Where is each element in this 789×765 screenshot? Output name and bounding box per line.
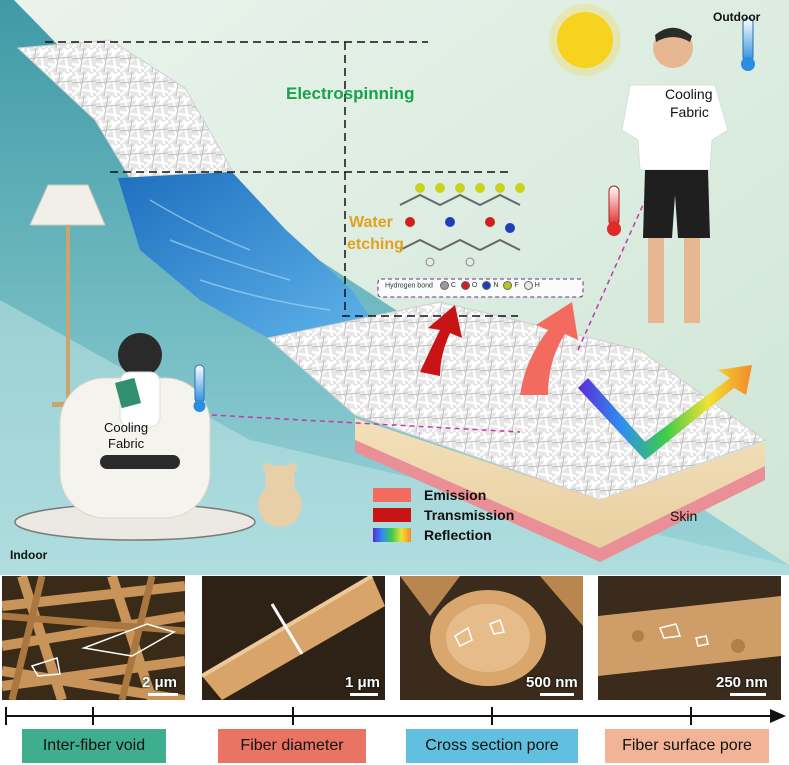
element-symbol-n: N bbox=[493, 282, 499, 290]
element-dot-f bbox=[503, 281, 513, 290]
outdoor-label: Outdoor bbox=[713, 10, 761, 24]
transmission-swatch bbox=[373, 508, 411, 522]
outdoor-fabric-label-2: Fabric bbox=[670, 104, 709, 120]
scale-bar-1 bbox=[148, 693, 178, 696]
sem-image-inter-fiber-void: 2 μm bbox=[2, 576, 185, 700]
teddy-bear-icon bbox=[258, 463, 302, 527]
outdoor-thermometer-icon bbox=[741, 17, 755, 71]
tag-fiber-diameter: Fiber diameter bbox=[218, 729, 366, 763]
scale-label-1: 2 μm bbox=[142, 674, 178, 691]
electrospinning-label: Electrospinning bbox=[286, 84, 415, 103]
water-etching-label-1: Water bbox=[349, 214, 393, 231]
element-dot-n bbox=[482, 281, 492, 290]
transmission-legend-label: Transmission bbox=[424, 507, 515, 523]
tag-cross-section-pore: Cross section pore bbox=[406, 729, 578, 763]
scale-label-4: 250 nm bbox=[716, 674, 768, 691]
transmission-arrow bbox=[420, 305, 462, 376]
element-symbol-c: C bbox=[450, 282, 456, 290]
skin-label: Skin bbox=[670, 508, 698, 524]
sem-image-cross-section-pore: 500 nm bbox=[400, 576, 583, 700]
sem-image-fiber-diameter: 1 μm bbox=[202, 576, 385, 700]
electrospun-membrane bbox=[16, 39, 233, 179]
molecular-structure bbox=[399, 183, 525, 267]
reflection-arrow bbox=[578, 365, 752, 460]
outdoor-person-illustration bbox=[621, 27, 729, 323]
hot-thermometer-icon bbox=[607, 185, 621, 236]
molecule-legend: Hydrogen bond C O N F H bbox=[385, 281, 540, 290]
scale-bar-2 bbox=[350, 693, 378, 696]
element-symbol-o: O bbox=[471, 282, 478, 290]
scale-label-3: 500 nm bbox=[526, 674, 578, 691]
emission-swatch bbox=[373, 488, 411, 502]
indoor-fabric-label-1: Cooling bbox=[104, 420, 149, 435]
water-etched-membrane bbox=[118, 172, 372, 338]
sem-image-fiber-surface-pore: 250 nm bbox=[598, 576, 781, 700]
emission-legend-label: Emission bbox=[424, 487, 487, 503]
emission-arrow bbox=[520, 302, 578, 395]
tag-inter-fiber-void: Inter-fiber void bbox=[22, 729, 166, 763]
indoor-fabric-label-2: Fabric bbox=[108, 436, 145, 451]
reflection-legend-label: Reflection bbox=[424, 527, 492, 543]
sun-icon bbox=[557, 12, 613, 68]
indoor-label: Indoor bbox=[10, 548, 48, 562]
element-dot-o bbox=[460, 281, 470, 290]
element-dot-c bbox=[439, 281, 449, 290]
hydrogen-bond-label: Hydrogen bond bbox=[385, 282, 433, 290]
scale-bar-3 bbox=[540, 693, 574, 696]
indoor-person-illustration bbox=[14, 333, 256, 541]
reflection-swatch bbox=[373, 528, 411, 542]
length-scale-axis bbox=[5, 707, 786, 725]
indoor-thermometer-icon bbox=[193, 364, 206, 412]
main-illustration bbox=[0, 0, 789, 575]
scale-label-2: 1 μm bbox=[345, 674, 381, 691]
element-symbol-h: H bbox=[534, 282, 540, 290]
skin-underlayer bbox=[355, 440, 765, 562]
element-symbol-f: F bbox=[514, 282, 519, 290]
element-dot-h bbox=[523, 281, 533, 290]
outdoor-fabric-label-1: Cooling bbox=[665, 86, 713, 102]
water-etching-label-2: etching bbox=[347, 236, 404, 253]
tag-fiber-surface-pore: Fiber surface pore bbox=[605, 729, 769, 763]
skin-layer bbox=[355, 392, 765, 548]
scale-bar-4 bbox=[730, 693, 766, 696]
